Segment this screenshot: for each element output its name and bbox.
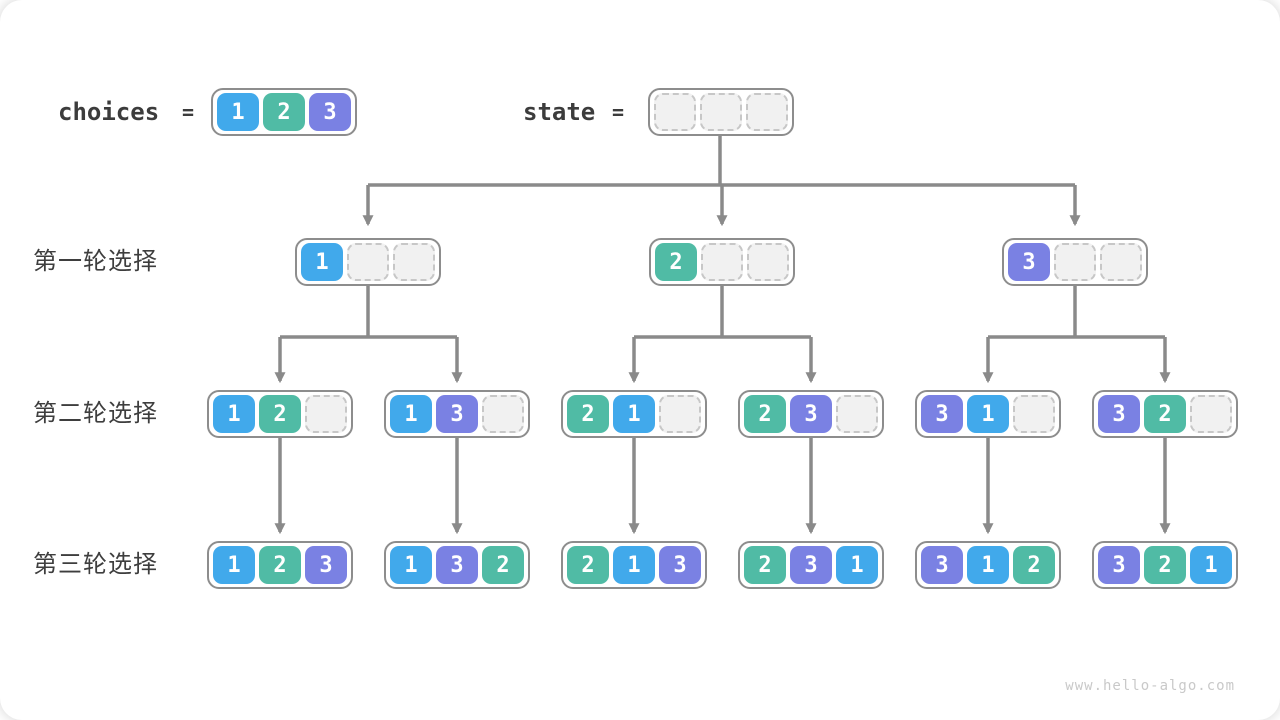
value-cell: 1 [836,546,878,584]
watermark: www.hello-algo.com [1065,678,1235,694]
value-cell: 3 [659,546,701,584]
value-cell: 2 [744,546,786,584]
empty-cell [654,93,696,131]
value-cell: 1 [390,546,432,584]
tree-node: 1 [295,238,441,286]
value-cell: 3 [1008,243,1050,281]
empty-cell [1013,395,1055,433]
value-cell: 3 [1098,395,1140,433]
value-cell: 3 [921,395,963,433]
empty-cell [700,93,742,131]
choices-equals-sign: = [181,100,195,124]
value-cell: 2 [259,395,301,433]
value-cell: 1 [1190,546,1232,584]
state-array-box [648,88,794,136]
value-cell: 2 [259,546,301,584]
value-cell: 1 [390,395,432,433]
value-cell: 3 [790,395,832,433]
value-cell: 2 [1144,546,1186,584]
empty-cell [482,395,524,433]
value-cell: 3 [921,546,963,584]
value-cell: 1 [217,93,259,131]
empty-cell [1054,243,1096,281]
value-cell: 3 [790,546,832,584]
state-label: state [523,98,596,126]
choices-label: choices [58,98,160,126]
value-cell: 1 [213,395,255,433]
empty-cell [347,243,389,281]
tree-node: 2 [649,238,795,286]
value-cell: 2 [263,93,305,131]
tree-node: 3 [1002,238,1148,286]
empty-cell [393,243,435,281]
empty-cell [746,93,788,131]
empty-cell [836,395,878,433]
value-cell: 2 [567,395,609,433]
value-cell: 3 [1098,546,1140,584]
value-cell: 2 [655,243,697,281]
value-cell: 1 [967,546,1009,584]
value-cell: 1 [301,243,343,281]
value-cell: 2 [1013,546,1055,584]
empty-cell [1100,243,1142,281]
value-cell: 1 [967,395,1009,433]
value-cell: 1 [213,546,255,584]
value-cell: 3 [309,93,351,131]
value-cell: 2 [482,546,524,584]
empty-cell [659,395,701,433]
empty-cell [305,395,347,433]
state-equals-sign: = [611,100,625,124]
value-cell: 2 [567,546,609,584]
value-cell: 1 [613,546,655,584]
value-cell: 2 [1144,395,1186,433]
value-cell: 2 [744,395,786,433]
row-label-round-1: 第一轮选择 [33,248,158,275]
value-cell: 1 [613,395,655,433]
empty-cell [701,243,743,281]
value-cell: 3 [305,546,347,584]
row-label-round-2: 第二轮选择 [33,400,158,427]
value-cell: 3 [436,395,478,433]
empty-cell [1190,395,1232,433]
empty-cell [747,243,789,281]
row-label-round-3: 第三轮选择 [33,551,158,578]
value-cell: 3 [436,546,478,584]
